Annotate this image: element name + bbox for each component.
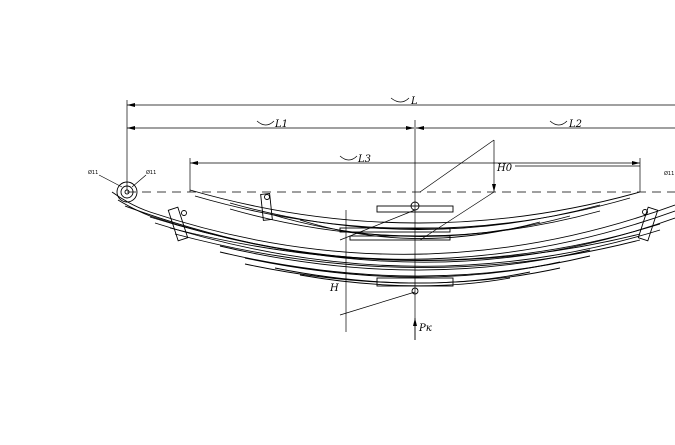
- spring-leaves: [111, 189, 675, 287]
- note-right: Ø11: [664, 170, 674, 177]
- dim-label-l: L: [410, 96, 418, 107]
- load-label-pk: Pк: [418, 323, 432, 334]
- dimension-l-overall: L: [126, 96, 675, 190]
- spring-clips: [167, 193, 659, 242]
- dimension-l2: L2: [416, 119, 675, 130]
- dim-label-l2: L2: [568, 119, 582, 130]
- dim-label-l1: L1: [274, 119, 288, 130]
- dim-label-h: H: [329, 283, 339, 294]
- dimension-h: H: [329, 209, 416, 332]
- dim-label-l3: L3: [357, 154, 371, 165]
- centre-bolt: [410, 201, 420, 295]
- dimension-l1: L1: [127, 119, 414, 130]
- spring-eye-left: Ø11 Ø11 Ø11: [88, 169, 674, 203]
- note-left-b: Ø11: [146, 169, 156, 176]
- dim-label-h0: H0: [496, 163, 513, 174]
- load-arrow: Pк: [413, 318, 432, 340]
- note-left-a: Ø11: [88, 169, 98, 176]
